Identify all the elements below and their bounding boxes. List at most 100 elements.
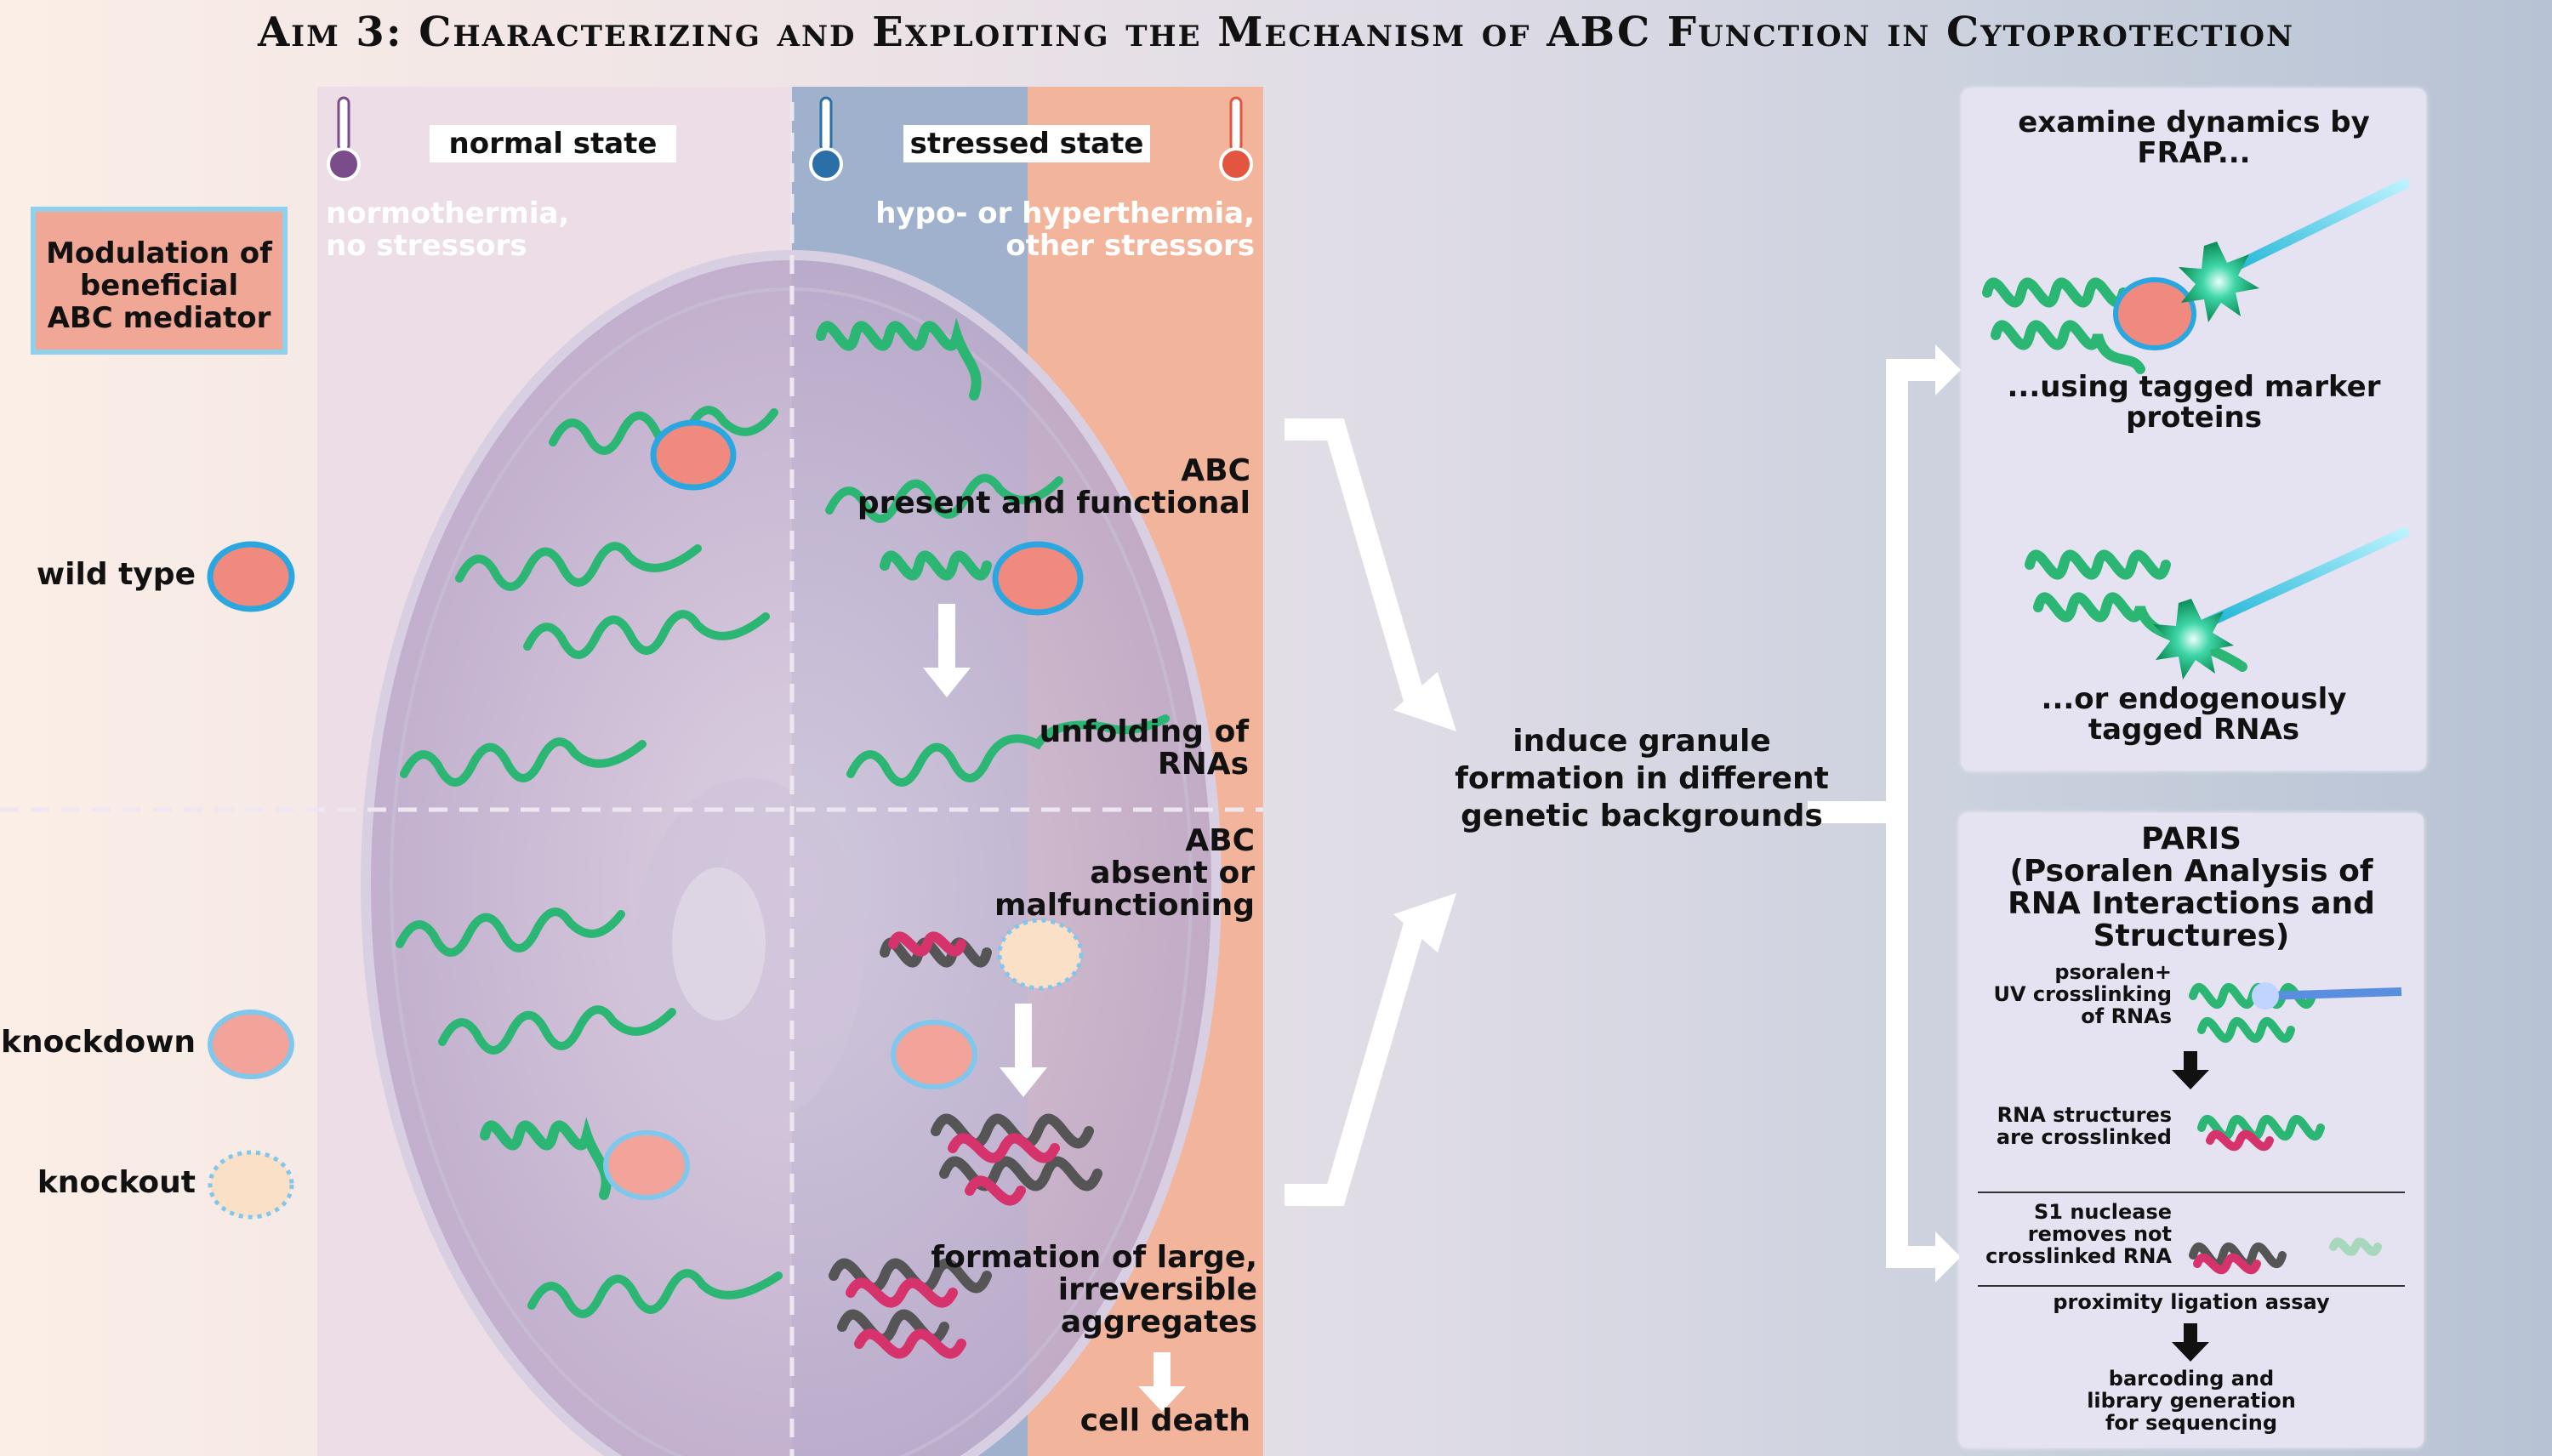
down-arrow-icon (923, 604, 971, 697)
knockdown-label: knockdown (1, 1025, 196, 1060)
paris-step-ligation: proximity ligation assay (2053, 1290, 2330, 1314)
paris-title-line: (Psoralen Analysis of (2009, 854, 2373, 889)
down-arrow-icon (1138, 1352, 1186, 1412)
laser-beam (2223, 177, 2411, 276)
granule-induction-text: induce granule formation in different ge… (1446, 723, 1837, 835)
unfolding-line: unfolding of (1039, 714, 1249, 749)
arrow-top (1285, 418, 1427, 709)
arrowhead-bottom (1393, 893, 1456, 953)
bracket-arrowhead-bottom (1935, 1231, 1961, 1283)
knockdown-granule (603, 1130, 690, 1200)
folded-rna (480, 1117, 612, 1200)
crosslinked-rna (2206, 1129, 2274, 1152)
thermometer-red-icon (1219, 96, 1253, 181)
aggregates-label: formation of large, irreversible aggrega… (919, 1242, 1257, 1339)
cell-death-label: cell death (1079, 1403, 1250, 1438)
wild-type-granule (650, 419, 737, 491)
step-arrow-icon (2184, 1323, 2197, 1345)
paris-step-line: crosslinked RNA (1985, 1244, 2172, 1268)
modulation-legend-box: Modulation of beneficial ABC mediator (31, 207, 288, 355)
paris-step-line: RNA structures (1997, 1103, 2172, 1127)
wild-type-granule (2113, 277, 2196, 350)
page-title: Aim 3: Characterizing and Exploiting the… (257, 9, 2295, 56)
frap-card: examine dynamics by FRAP... ...using tag… (1962, 88, 2426, 771)
bracket-arrowhead-top (1935, 344, 1961, 395)
paris-step-line: library generation (2087, 1389, 2296, 1413)
abc-present-label: ABC present and functional (851, 455, 1250, 520)
frap-endogenous-text: ...or endogenously tagged RNAs (1962, 684, 2426, 745)
knockout-granule (997, 918, 1084, 991)
legend-box-line: beneficial (79, 269, 239, 303)
frap-marker-line: ...using tagged marker (2007, 370, 2381, 404)
misfolded-rna (880, 937, 992, 968)
rna-strand (825, 474, 1063, 523)
folded-rna (816, 317, 982, 401)
frap-endogenous-line: ...or endogenously (2041, 682, 2347, 716)
paris-step-line: for sequencing (2105, 1411, 2278, 1435)
paris-step-line: of RNAs (2081, 1004, 2172, 1028)
misfolded-rna (888, 931, 966, 957)
unfolding-line: RNAs (1157, 747, 1249, 782)
aggregates-line: aggregates (1060, 1305, 1257, 1339)
normal-state-label: normal state (430, 125, 676, 162)
aggregates-line: formation of large, (931, 1240, 1257, 1275)
frap-title-line: FRAP... (2137, 136, 2251, 170)
rna-strand (846, 714, 1170, 787)
thermometer-blue-icon (809, 96, 843, 181)
aggregate (931, 1113, 1102, 1192)
step-arrow-icon (2184, 1051, 2197, 1072)
uv-beam (2264, 987, 2402, 1000)
paris-title-line: RNA Interactions and (2008, 886, 2375, 921)
abc-present-line: present and functional (857, 486, 1250, 520)
aggregate (948, 1133, 1060, 1206)
frap-endogenous-line: tagged RNAs (2088, 713, 2300, 747)
normal-sub-line: normothermia, (326, 196, 570, 230)
knockdown-granule (891, 1020, 977, 1089)
paris-step-line: psoralen+ (2054, 960, 2172, 984)
rna-strand (400, 737, 647, 787)
frap-graphics (1982, 177, 2411, 680)
normal-state-subtitle: normothermia, no stressors (326, 197, 666, 262)
paris-card: PARIS (Psoralen Analysis of RNA Interact… (1959, 813, 2424, 1447)
bleach-spot-icon (2179, 242, 2259, 322)
folded-rna (2033, 592, 2247, 672)
abc-absent-line: absent or malfunctioning (994, 856, 1255, 923)
bracket (1886, 359, 1944, 1268)
uv-flash-icon (2252, 982, 2279, 1010)
abc-present-line: ABC (1181, 453, 1250, 488)
laser-beam (2202, 526, 2411, 629)
stressed-sub-line: hypo- or hyperthermia, (875, 196, 1255, 230)
folded-rna (1991, 320, 2145, 374)
rna-strand (396, 907, 625, 957)
wild-type-granule (992, 541, 1084, 616)
legend-box-line: Modulation of (46, 236, 272, 270)
aggregates-line: irreversible (1057, 1272, 1257, 1307)
aggregate (846, 1277, 966, 1359)
rna-strand (549, 406, 778, 455)
frap-title-line: examine dynamics by (2018, 105, 2370, 139)
paris-step-line: removes not (2027, 1222, 2172, 1246)
arrow-bottom (1285, 915, 1427, 1206)
paris-step-line: UV crosslinking (1993, 982, 2172, 1006)
paris-graphics (1978, 982, 2405, 1362)
center-line: genetic backgrounds (1461, 799, 1823, 833)
knockdown-legend-icon (208, 1010, 294, 1079)
paris-step-barcoding: barcoding and library generation for seq… (1959, 1368, 2424, 1434)
paris-title-line: PARIS (2141, 822, 2242, 856)
rna-strand (455, 542, 702, 591)
legend-box-line: ABC mediator (47, 301, 271, 335)
knockout-label: knockout (37, 1165, 196, 1200)
folded-rna (2197, 1016, 2295, 1044)
wild-type-label: wild type (36, 557, 196, 592)
stressed-state-subtitle: hypo- or hyperthermia, other stressors (834, 197, 1255, 262)
frap-marker-text: ...using tagged marker proteins (1962, 372, 2426, 433)
paris-step-line: barcoding and (2108, 1367, 2275, 1391)
stressed-state-label: stressed state (903, 125, 1150, 162)
fragmented-rna (2329, 1237, 2382, 1256)
paris-step-line: are crosslinked (1996, 1125, 2172, 1149)
digested-rna (2193, 1253, 2261, 1275)
paris-title-line: Structures) (2093, 919, 2290, 953)
abc-absent-label: ABC absent or malfunctioning (834, 825, 1255, 922)
folded-rna (2025, 549, 2171, 580)
